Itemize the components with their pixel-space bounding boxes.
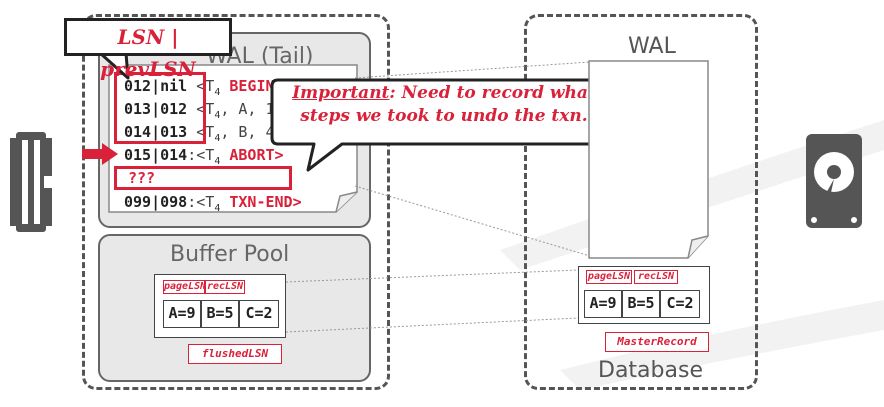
arrow-right-icon <box>82 143 118 165</box>
missing-record-box <box>114 166 292 190</box>
callout-line1: : Need to record what <box>389 83 596 103</box>
master-record-tag: MasterRecord <box>605 332 709 352</box>
callout-text: Important: Need to record what steps we … <box>280 82 608 128</box>
disk-page-cell: C=2 <box>660 290 700 318</box>
log-record-abort: 015|014:<T4 ABORT> <box>124 146 284 167</box>
callout-line2: steps we took to undo the txn. <box>300 106 588 126</box>
database-title: Database <box>598 358 703 383</box>
log-record: 012|nil <T4 BEGIN> <box>124 77 284 98</box>
rec-lsn-tag: recLSN <box>205 280 245 294</box>
disk-wal-page <box>588 60 709 259</box>
page-cell: B=5 <box>201 300 239 328</box>
page-cell: A=9 <box>163 300 201 328</box>
disk-page-cell: B=5 <box>622 290 660 318</box>
lsn-highlight-box <box>114 72 206 144</box>
memory-chip-icon <box>10 132 52 232</box>
disk-page-cell: A=9 <box>584 290 622 318</box>
callout-important: Important <box>292 83 390 103</box>
log-record-txn-end: 099|098:<T4 TXN-END> <box>124 193 302 214</box>
lsn-label: LSN | prevLSN <box>64 18 232 81</box>
unknown-record: ??? <box>128 169 156 187</box>
disk-wal-title: WAL <box>628 34 676 59</box>
hard-drive-icon <box>806 134 862 228</box>
flushed-lsn-tag: flushedLSN <box>188 344 282 364</box>
page-cell: C=2 <box>239 300 279 328</box>
disk-page-lsn-tag: pageLSN <box>586 270 632 284</box>
disk-rec-lsn-tag: recLSN <box>634 270 678 284</box>
buffer-pool-title: Buffer Pool <box>170 242 290 267</box>
page-lsn-tag: pageLSN <box>163 280 207 294</box>
